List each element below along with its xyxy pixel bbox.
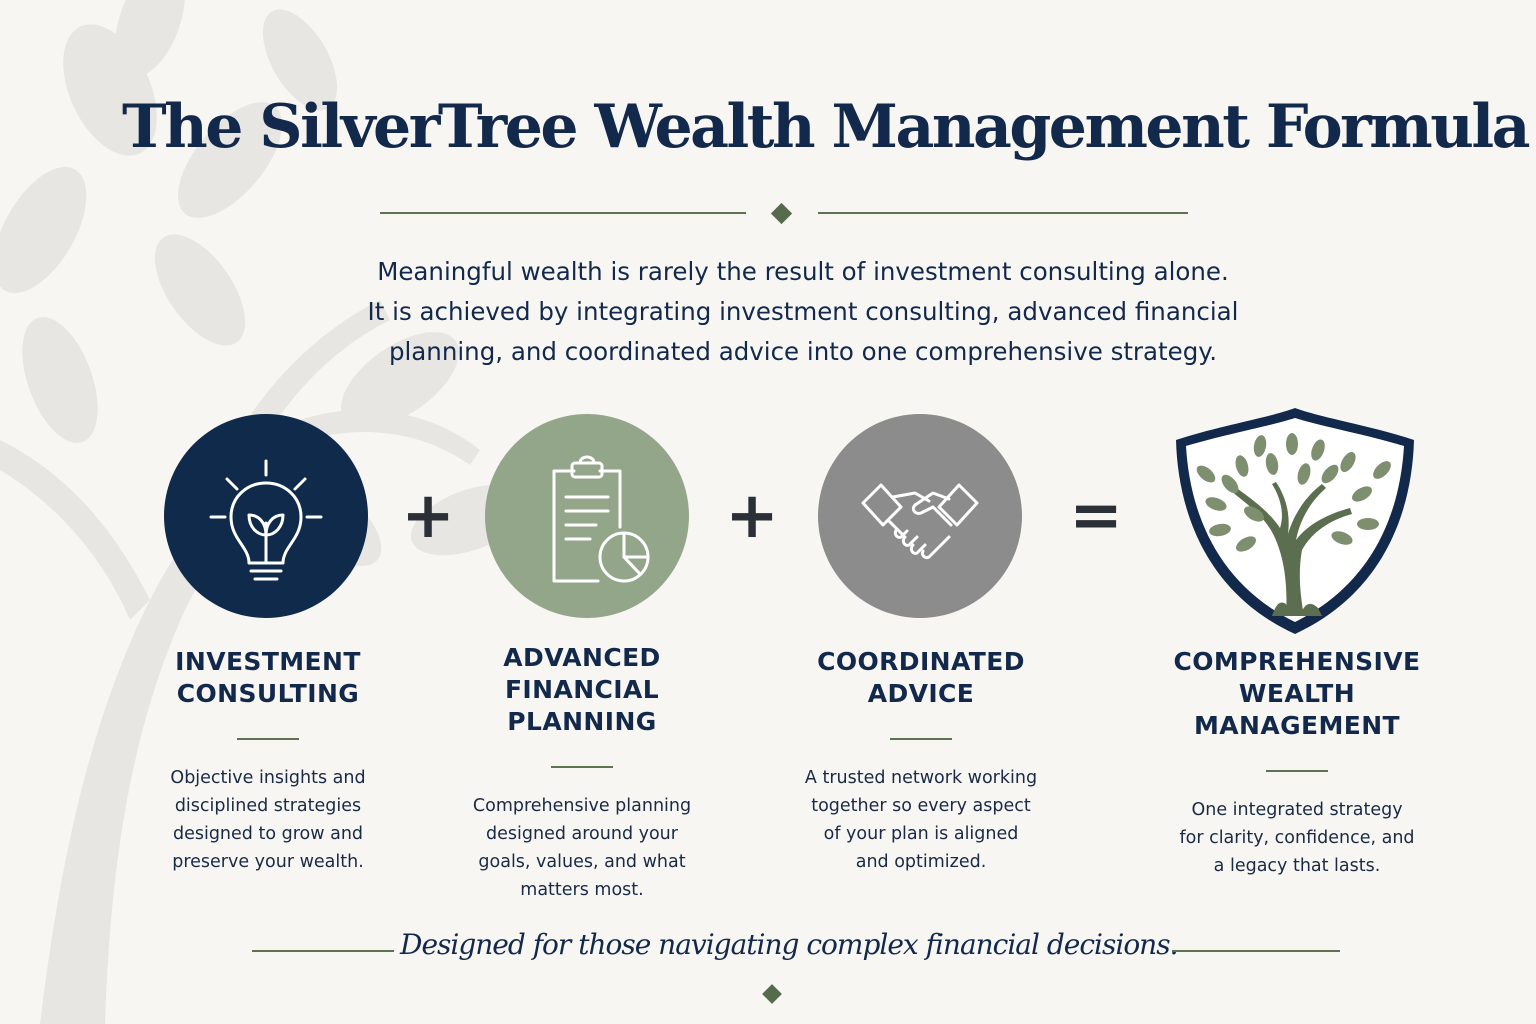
description-line: goals, values, and what <box>478 852 686 872</box>
title-line: INVESTMENT <box>175 647 361 676</box>
intro-paragraph: Meaningful wealth is rarely the result o… <box>300 252 1306 372</box>
title-line: CONSULTING <box>176 679 360 708</box>
description-line: Comprehensive planning <box>472 796 692 816</box>
lightbulb-sprout-icon <box>209 459 323 581</box>
description-line: disciplined strategies <box>174 796 362 816</box>
comprehensive-wealth-title: COMPREHENSIVE WEALTH MANAGEMENT <box>1142 646 1452 742</box>
title-line: COMPREHENSIVE <box>1173 647 1421 676</box>
page-title: The SilverTree Wealth Management Formula <box>121 92 1531 162</box>
description-line: of your plan is aligned <box>823 824 1019 844</box>
financial-planning-title: ADVANCED FINANCIAL PLANNING <box>427 642 737 738</box>
title-line: PLANNING <box>507 707 657 736</box>
tagline-divider-left <box>252 950 394 952</box>
coordinated-advice-column: COORDINATED ADVICE A trusted network wor… <box>766 646 1076 876</box>
description-line: matters most. <box>520 880 644 900</box>
handshake-icon <box>861 483 979 559</box>
title-line: FINANCIAL <box>504 675 660 704</box>
title-line: ADVANCED <box>503 643 661 672</box>
tagline: Designed for those navigating complex fi… <box>400 928 1178 961</box>
investment-consulting-title: INVESTMENT CONSULTING <box>113 646 423 710</box>
footer-diamond <box>762 984 782 1004</box>
description-line: for clarity, confidence, and <box>1179 828 1415 848</box>
investment-consulting-description: Objective insights and disciplined strat… <box>113 764 423 876</box>
description-line: One integrated strategy <box>1191 800 1403 820</box>
column-divider <box>551 766 613 768</box>
financial-planning-circle <box>485 414 689 618</box>
tagline-divider-right <box>1172 950 1340 952</box>
column-divider <box>890 738 952 740</box>
description-line: Objective insights and <box>170 768 366 788</box>
coordinated-advice-title: COORDINATED ADVICE <box>766 646 1076 710</box>
column-divider <box>237 738 299 740</box>
title-line: COORDINATED <box>817 647 1025 676</box>
title-line: MANAGEMENT <box>1193 711 1401 740</box>
title-line: ADVICE <box>867 679 975 708</box>
description-line: a legacy that lasts. <box>1213 856 1381 876</box>
intro-line: Meaningful wealth is rarely the result o… <box>377 257 1229 286</box>
comprehensive-wealth-description: One integrated strategy for clarity, con… <box>1142 796 1452 880</box>
financial-planning-column: ADVANCED FINANCIAL PLANNING Comprehensiv… <box>427 642 737 904</box>
investment-consulting-circle <box>164 414 368 618</box>
financial-planning-description: Comprehensive planning designed around y… <box>427 792 737 904</box>
description-line: designed to grow and <box>172 824 364 844</box>
plus-operator: + <box>725 479 779 553</box>
title-divider-left <box>380 212 746 214</box>
intro-line: It is achieved by integrating investment… <box>367 297 1239 326</box>
description-line: together so every aspect <box>811 796 1031 816</box>
comprehensive-wealth-column: COMPREHENSIVE WEALTH MANAGEMENT One inte… <box>1142 646 1452 880</box>
investment-consulting-column: INVESTMENT CONSULTING Objective insights… <box>113 646 423 876</box>
intro-line: planning, and coordinated advice into on… <box>388 337 1218 366</box>
tree-shield-icon <box>1176 408 1414 634</box>
equals-operator: = <box>1069 479 1123 553</box>
column-divider <box>1266 770 1328 772</box>
title-divider-diamond <box>770 202 793 225</box>
coordinated-advice-circle <box>818 414 1022 618</box>
description-line: A trusted network working <box>804 768 1038 788</box>
description-line: and optimized. <box>855 852 987 872</box>
coordinated-advice-description: A trusted network working together so ev… <box>766 764 1076 876</box>
title-divider-right <box>818 212 1188 214</box>
plus-operator: + <box>401 479 455 553</box>
description-line: designed around your <box>486 824 678 844</box>
description-line: preserve your wealth. <box>172 852 364 872</box>
title-line: WEALTH <box>1238 679 1356 708</box>
clipboard-chart-icon <box>552 455 650 583</box>
